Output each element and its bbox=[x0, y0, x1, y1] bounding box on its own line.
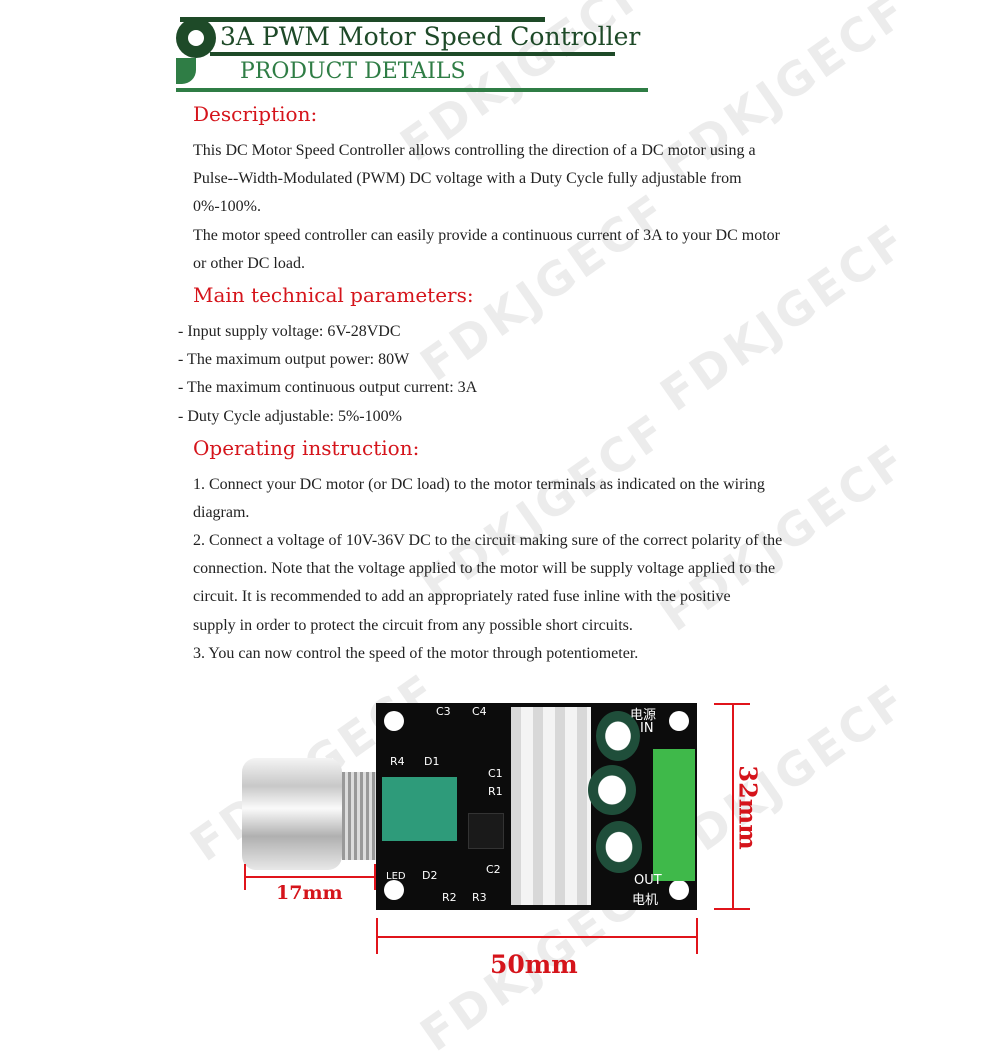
label-c1: C1 bbox=[488, 767, 503, 780]
dimension-width-label: 50mm bbox=[490, 950, 578, 979]
description-line: The motor speed controller can easily pr… bbox=[193, 227, 780, 244]
instruction-line: 3. You can now control the speed of the … bbox=[193, 645, 639, 662]
label-c3: C3 bbox=[436, 705, 451, 718]
capacitor bbox=[596, 821, 642, 873]
parameter-item: - The maximum output power: 80W bbox=[178, 351, 410, 368]
label-r1: R1 bbox=[488, 785, 503, 798]
parameters-heading: Main technical parameters: bbox=[193, 283, 474, 307]
dimension-shaft-label: 17mm bbox=[276, 882, 343, 904]
gear-logo-lower bbox=[176, 58, 196, 84]
label-r4: R4 bbox=[390, 755, 405, 768]
capacitor bbox=[596, 711, 640, 761]
dimension-tick bbox=[376, 918, 378, 954]
page-title: 3A PWM Motor Speed Controller bbox=[220, 22, 641, 51]
label-out: OUT bbox=[634, 873, 662, 888]
dimension-line-width bbox=[377, 936, 697, 938]
label-d2: D2 bbox=[422, 869, 438, 882]
chip bbox=[468, 813, 504, 849]
instruction-line: connection. Note that the voltage applie… bbox=[193, 560, 776, 577]
label-in-cn: 电源 bbox=[630, 708, 657, 723]
header-bottom-line bbox=[176, 88, 648, 92]
dimension-height-label: 32mm bbox=[733, 765, 763, 850]
dimension-tick bbox=[244, 864, 246, 890]
watermark: FDKJGECF bbox=[410, 402, 679, 612]
instruction-line: diagram. bbox=[193, 504, 250, 521]
instruction-line: circuit. It is recommended to add an app… bbox=[193, 588, 731, 605]
dimension-line-height bbox=[732, 703, 734, 910]
dimension-tick bbox=[714, 908, 750, 910]
description-line: 0%-100%. bbox=[193, 198, 261, 215]
instruction-line: 1. Connect your DC motor (or DC load) to… bbox=[193, 476, 765, 493]
header-mid-line bbox=[210, 52, 615, 56]
label-d1: D1 bbox=[424, 755, 440, 768]
capacitor bbox=[588, 765, 636, 815]
header-top-line bbox=[180, 17, 545, 22]
description-line: This DC Motor Speed Controller allows co… bbox=[193, 142, 756, 159]
gear-logo-icon bbox=[176, 18, 216, 58]
description-line: Pulse--Width-Modulated (PWM) DC voltage … bbox=[193, 170, 742, 187]
label-c2: C2 bbox=[486, 863, 501, 876]
instruction-line: supply in order to protect the circuit f… bbox=[193, 617, 633, 634]
description-line: or other DC load. bbox=[193, 255, 305, 272]
label-r3: R3 bbox=[472, 891, 487, 904]
label-out-cn: 电机 bbox=[632, 893, 659, 908]
page-subtitle: PRODUCT DETAILS bbox=[240, 59, 466, 84]
label-c4: C4 bbox=[472, 705, 487, 718]
knob-shaft bbox=[342, 772, 376, 860]
label-in: IN bbox=[640, 721, 654, 736]
dimension-tick bbox=[374, 864, 376, 890]
dimension-line-shaft bbox=[245, 876, 375, 878]
terminal-block bbox=[653, 749, 695, 881]
instruction-line: 2. Connect a voltage of 10V-36V DC to th… bbox=[193, 532, 783, 549]
watermark: FDKJGECF bbox=[650, 0, 919, 192]
label-led: LED bbox=[386, 871, 406, 882]
dimension-tick bbox=[714, 703, 750, 705]
knob bbox=[242, 758, 342, 870]
potentiometer bbox=[382, 777, 457, 841]
description-heading: Description: bbox=[193, 102, 318, 126]
parameter-item: - Duty Cycle adjustable: 5%-100% bbox=[178, 408, 402, 425]
instructions-heading: Operating instruction: bbox=[193, 436, 420, 460]
label-r2: R2 bbox=[442, 891, 457, 904]
heatsink bbox=[511, 707, 591, 905]
parameter-item: - The maximum continuous output current:… bbox=[178, 379, 478, 396]
dimension-tick bbox=[696, 918, 698, 954]
parameter-item: - Input supply voltage: 6V-28VDC bbox=[178, 323, 401, 340]
pcb-board: C3 C4 R4 D1 C1 R1 LED D2 C2 R2 R3 电源 IN … bbox=[376, 703, 697, 910]
